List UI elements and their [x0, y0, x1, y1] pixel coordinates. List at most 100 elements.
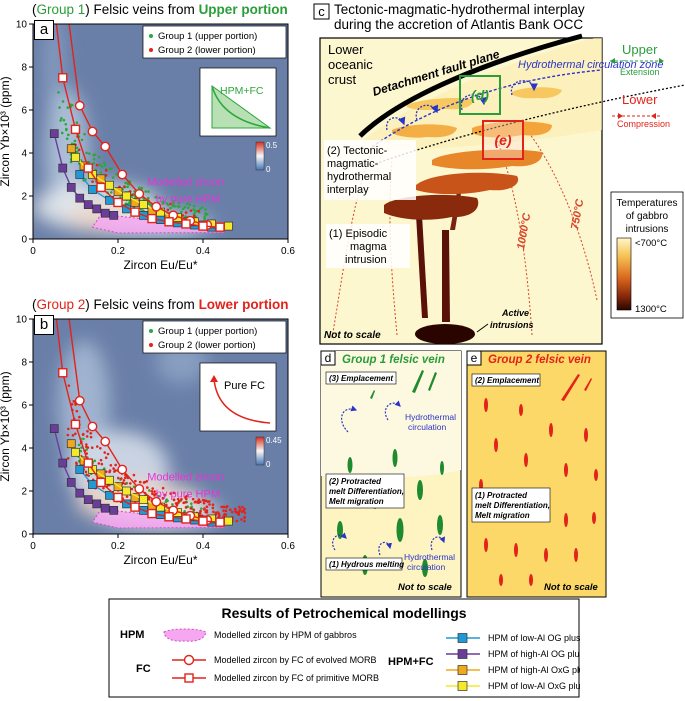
- sample-point: [67, 427, 70, 431]
- sample-point: [79, 449, 83, 453]
- panel-b-title: (Group 2) Felsic veins from Lower portio…: [32, 297, 289, 312]
- arrow: [384, 400, 401, 421]
- model-marker: [139, 200, 148, 209]
- model-marker: [100, 208, 110, 218]
- vein: [574, 548, 578, 562]
- model-marker: [164, 217, 174, 227]
- model-marker: [100, 436, 111, 447]
- e-emplacement-label: (2) Emplacement: [475, 376, 539, 385]
- temp-title-1: Temperatures: [616, 198, 677, 209]
- sample-point: [181, 214, 185, 217]
- sample-point: [80, 446, 83, 449]
- colorbar-max: 0.5: [266, 141, 278, 150]
- sample-point: [235, 519, 239, 523]
- sample-point: [66, 457, 70, 460]
- vein: [417, 480, 423, 500]
- legend-g1-dot: [149, 329, 153, 333]
- sample-point: [85, 452, 89, 455]
- inset-label: HPM+FC: [220, 85, 264, 97]
- model-marker: [66, 439, 76, 449]
- sample-point: [238, 505, 241, 509]
- hydro1-label-2: circulation: [408, 422, 447, 432]
- model-marker: [83, 200, 93, 209]
- sample-point: [169, 492, 172, 495]
- extension-label: Extension: [620, 67, 660, 77]
- sample-point: [91, 180, 94, 183]
- sample-point: [64, 128, 68, 132]
- legend-evolved-marker: [183, 654, 195, 666]
- hydrous-box: [325, 557, 403, 571]
- sample-point: [192, 508, 196, 512]
- sample-point: [148, 489, 151, 492]
- x-tick-label: 0.4: [196, 246, 210, 257]
- sample-point: [99, 458, 103, 462]
- sample-point: [206, 500, 210, 504]
- colorbar-min: 0: [266, 165, 271, 174]
- legend-g2-label: Group 2 (lower portion): [158, 45, 256, 56]
- sample-point: [165, 498, 168, 501]
- sample-point: [192, 204, 196, 208]
- y-tick-label: 2: [21, 192, 27, 203]
- model-marker: [147, 508, 157, 519]
- model-marker: [75, 488, 85, 498]
- y-axis-label: Zircon Yb×10³ (ppm): [0, 371, 12, 481]
- sample-point: [67, 133, 70, 137]
- temp-top-label: <700°C: [635, 238, 667, 249]
- model-marker: [109, 506, 119, 515]
- sample-point: [85, 473, 88, 477]
- sample-point: [98, 155, 101, 159]
- model-marker: [66, 183, 76, 192]
- model-marker: [122, 191, 131, 201]
- sample-point: [112, 467, 115, 470]
- sample-point: [87, 474, 90, 477]
- sample-point: [108, 469, 112, 472]
- legend-hpm: HPM: [120, 629, 144, 641]
- sample-point: [197, 209, 200, 213]
- legend-fc-evolved: Modelled zircon by FC of evolved MORB: [214, 655, 377, 665]
- modelling-legend: Results of Petrochemical modellings HPM …: [108, 598, 580, 698]
- y-tick-label: 8: [21, 63, 27, 74]
- colorbar-max: 0.45: [266, 436, 282, 445]
- sample-point: [197, 498, 201, 501]
- legend-item-marker: [457, 649, 468, 659]
- sample-point: [89, 431, 93, 435]
- sample-point: [95, 445, 99, 448]
- sample-point: [218, 514, 221, 517]
- x-tick-label: 0: [30, 541, 36, 552]
- sample-point: [208, 503, 211, 506]
- sample-point: [154, 195, 157, 199]
- protracted-label-2: melt Differentiation,: [329, 487, 404, 496]
- model-marker: [58, 73, 68, 83]
- x-tick-label: 0.4: [196, 541, 210, 552]
- sample-point: [151, 492, 154, 496]
- sample-point: [180, 210, 183, 214]
- intrusion-stalk: [442, 230, 450, 322]
- sample-point: [110, 167, 113, 170]
- sample-point: [134, 479, 137, 483]
- model-marker: [75, 193, 85, 203]
- intrusion-blob: [384, 194, 479, 220]
- sample-point: [186, 494, 189, 498]
- sample-point: [193, 500, 197, 504]
- sample-point: [124, 482, 127, 486]
- vein: [437, 515, 443, 535]
- sample-point: [151, 487, 155, 490]
- interplay-label-3: hydrothermal: [327, 171, 391, 183]
- sample-point: [145, 479, 149, 483]
- sample-point: [104, 174, 108, 177]
- e-protracted-label-2: melt Differentiation,: [475, 501, 550, 510]
- sample-point: [172, 202, 175, 205]
- panel-e-letter-box: [466, 350, 482, 366]
- model-marker: [151, 201, 162, 212]
- title-portion: Lower portion: [198, 297, 289, 312]
- vein: [440, 461, 444, 475]
- sample-legend: [142, 25, 287, 59]
- active-pointer: [476, 323, 489, 333]
- panel-b-letter: b: [34, 315, 54, 335]
- vein: [529, 574, 533, 586]
- sample-point: [124, 476, 127, 479]
- detachment-fault-line: [358, 33, 583, 138]
- vein: [561, 374, 580, 401]
- sample-point: [172, 199, 176, 203]
- legend-g2-dot: [149, 343, 153, 347]
